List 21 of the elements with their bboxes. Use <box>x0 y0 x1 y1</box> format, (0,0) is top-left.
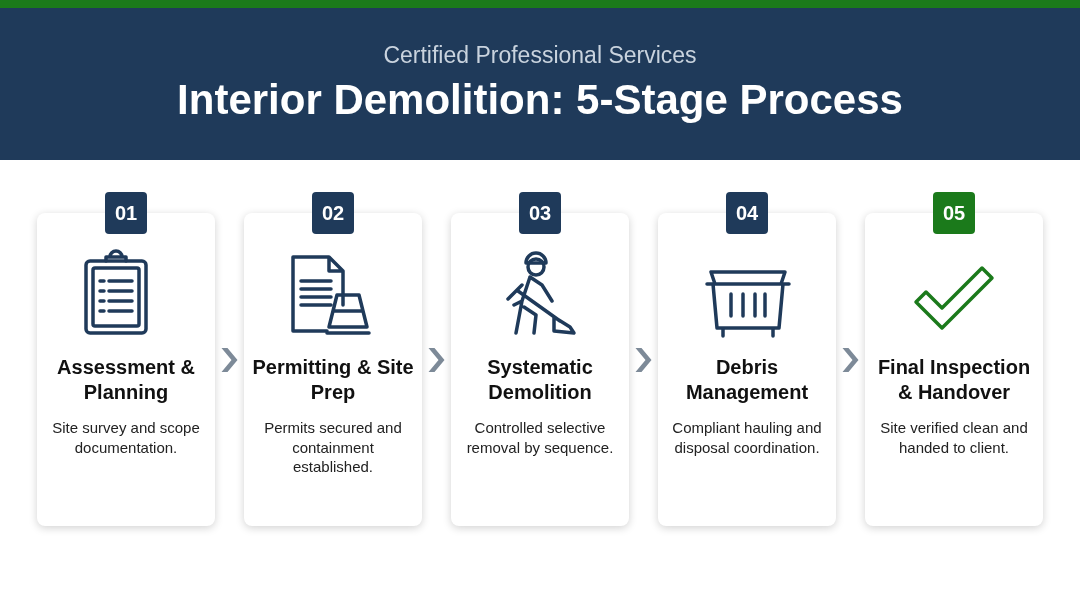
step-number: 02 <box>312 192 354 234</box>
step-heading: Permitting & Site Prep <box>251 355 415 405</box>
step-number: 03 <box>519 192 561 234</box>
step-description: Compliant hauling and disposal coordination. <box>671 418 823 457</box>
step-number: 05 <box>933 192 975 234</box>
step-heading: Debris Management <box>684 355 810 405</box>
step-description: Controlled selective removal by sequence. <box>465 418 615 457</box>
step-heading: Systematic Demolition <box>486 355 594 405</box>
title: Interior Demolition: 5-Stage Process <box>176 76 904 124</box>
step-heading: Final Inspection & Handover <box>876 355 1032 405</box>
step-description: Site verified clean and handed to client. <box>879 418 1029 457</box>
step-heading: Assessment & Planning <box>56 355 196 405</box>
step-description: Site survey and scope documentation. <box>51 418 201 457</box>
subtitle: Certified Professional Services <box>382 42 698 69</box>
step-number: 01 <box>105 192 147 234</box>
step-description: Permits secured and containment established. <box>263 418 403 477</box>
chevron-arrow <box>428 348 445 372</box>
chevron-arrow <box>842 348 859 372</box>
chevron-arrow <box>635 348 652 372</box>
step-number: 04 <box>726 192 768 234</box>
chevron-arrow <box>221 348 238 372</box>
